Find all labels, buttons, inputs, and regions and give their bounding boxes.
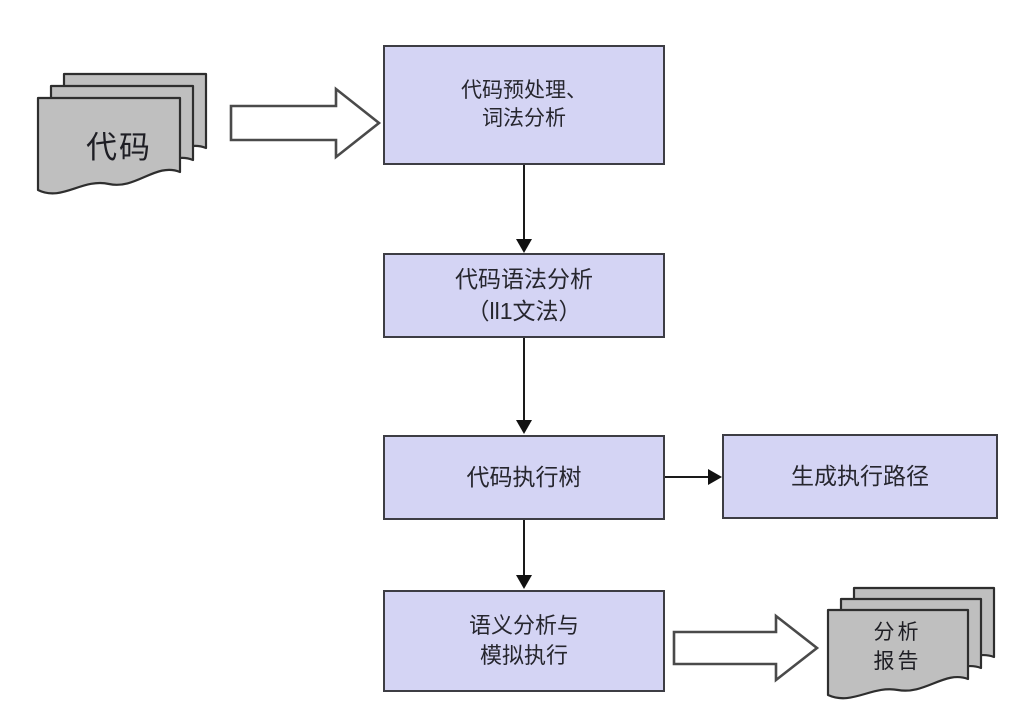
syntax-label-line1: 代码语法分析 (455, 266, 593, 293)
arrowhead-down-icon (516, 575, 532, 589)
block-arrow-right-icon (670, 612, 822, 689)
exec-tree-label: 代码执行树 (466, 463, 582, 490)
arrowhead-down-icon (516, 420, 532, 434)
connector-preprocess-syntax (523, 165, 525, 241)
arrowhead-down-icon (516, 239, 532, 253)
flow-box-syntax: 代码语法分析 （ll1文法） (383, 253, 665, 338)
document-stack-icon (36, 72, 208, 195)
document-stack-icon (826, 586, 996, 700)
block-arrow-right-icon (226, 85, 384, 166)
connector-syntax-exectree (523, 338, 525, 421)
report-document-stack: 分析 报告 (826, 584, 998, 706)
flow-box-semantic: 语义分析与 模拟执行 (383, 590, 665, 692)
flow-box-preprocess: 代码预处理、 词法分析 (383, 45, 665, 165)
syntax-label-line2: （ll1文法） (466, 297, 582, 324)
connector-exectree-semantic (523, 520, 525, 576)
arrowhead-right-icon (708, 469, 722, 485)
connector-exectree-execpath (665, 476, 709, 478)
report-label-line2: 报告 (873, 650, 922, 674)
report-label-line1: 分析 (873, 621, 922, 644)
exec-path-label: 生成执行路径 (791, 462, 929, 489)
flow-box-exec-tree: 代码执行树 (383, 435, 665, 520)
flow-box-exec-path: 生成执行路径 (722, 434, 998, 519)
semantic-label-line1: 语义分析与 (468, 613, 579, 639)
semantic-label-line2: 模拟执行 (479, 643, 568, 668)
code-document-label: 代码 (86, 130, 152, 165)
preprocess-label-line1: 代码预处理、 (461, 78, 587, 102)
report-document-label: 分析 报告 (840, 618, 955, 677)
code-document-stack: 代码 (36, 70, 212, 202)
preprocess-label-line2: 词法分析 (482, 107, 566, 130)
